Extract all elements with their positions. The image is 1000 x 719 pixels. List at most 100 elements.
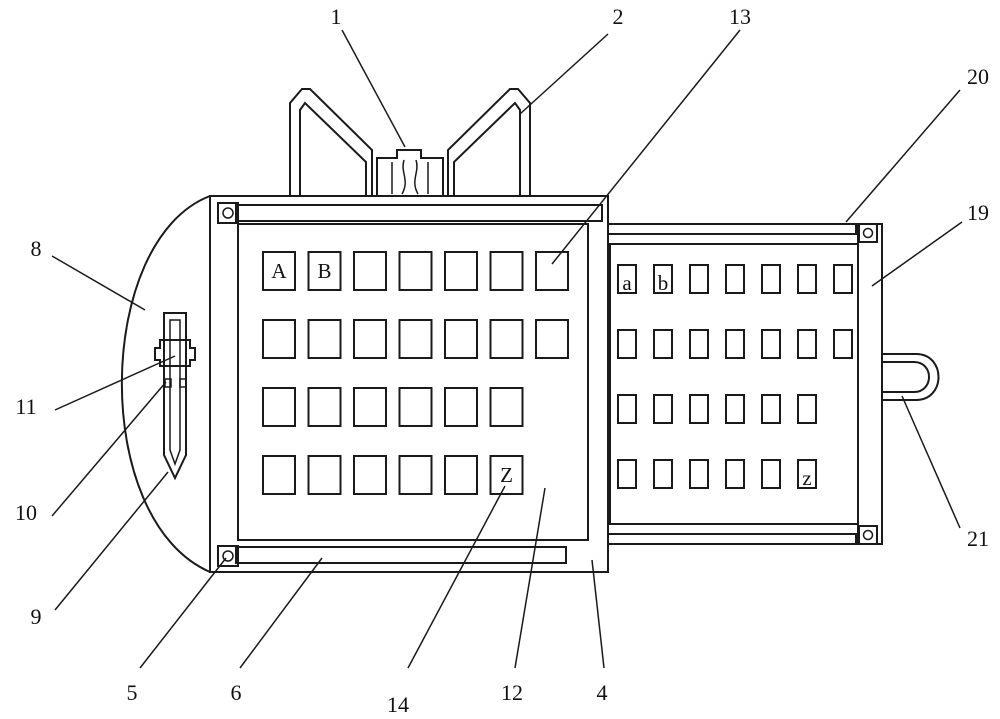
leader-9 <box>54 471 169 611</box>
main-key[interactable] <box>444 319 478 359</box>
callout-13: 13 <box>729 4 751 29</box>
slide-screw-bottom-head <box>862 529 874 541</box>
callout-8: 8 <box>31 236 42 261</box>
slide-key[interactable] <box>617 264 637 294</box>
leader-20 <box>845 89 961 223</box>
slide-key[interactable] <box>725 459 745 489</box>
main-key[interactable] <box>353 387 387 427</box>
slide-key[interactable] <box>797 264 817 294</box>
slide-key[interactable] <box>653 329 673 359</box>
main-key[interactable] <box>262 387 296 427</box>
slide-key[interactable] <box>689 394 709 424</box>
main-key[interactable] <box>307 319 342 359</box>
hanger-frame <box>289 88 531 196</box>
pen-latch-right <box>179 378 187 388</box>
leader-10 <box>51 381 167 517</box>
slide-rail-bottom <box>607 533 857 545</box>
main-key[interactable] <box>398 251 433 291</box>
slide-key[interactable] <box>725 264 745 294</box>
slide-key[interactable] <box>833 329 853 359</box>
main-key[interactable] <box>444 387 478 427</box>
pen-holder-body <box>163 312 187 481</box>
main-key-letter: A <box>271 259 287 283</box>
main-key[interactable] <box>353 455 387 495</box>
leader-6 <box>239 557 323 669</box>
slide-key[interactable] <box>761 459 781 489</box>
callout-4: 4 <box>597 680 608 705</box>
callout-10: 10 <box>15 500 37 525</box>
leader-5 <box>139 557 227 669</box>
slide-screw-top <box>858 223 878 243</box>
callout-14: 14 <box>387 692 409 717</box>
main-key[interactable] <box>398 455 433 495</box>
leader-lines <box>51 29 963 669</box>
main-key[interactable] <box>444 251 478 291</box>
slide-key[interactable] <box>725 329 745 359</box>
leader-8 <box>51 255 146 311</box>
callout-20: 20 <box>967 64 989 89</box>
main-key[interactable] <box>307 387 342 427</box>
slide-key[interactable] <box>833 264 853 294</box>
main-key[interactable] <box>489 319 524 359</box>
main-key[interactable] <box>353 251 387 291</box>
pen-clip <box>154 339 196 367</box>
callout-9: 9 <box>31 604 42 629</box>
slide-rail-top <box>607 223 857 235</box>
leader-11 <box>54 355 176 411</box>
slide-key[interactable] <box>689 459 709 489</box>
leader-13 <box>551 29 741 265</box>
callout-5: 5 <box>127 680 138 705</box>
main-key[interactable] <box>444 455 478 495</box>
slide-keys: a b z <box>617 264 853 490</box>
slide-key[interactable] <box>689 329 709 359</box>
slide-key[interactable] <box>653 264 673 294</box>
main-key[interactable] <box>489 455 524 495</box>
main-key[interactable] <box>489 251 524 291</box>
main-key[interactable] <box>489 387 524 427</box>
callout-6: 6 <box>231 680 242 705</box>
main-key[interactable] <box>398 387 433 427</box>
slide-key[interactable] <box>797 329 817 359</box>
slide-key[interactable] <box>617 394 637 424</box>
bottom-rail <box>235 546 567 564</box>
slide-key[interactable] <box>653 394 673 424</box>
pen-holder-inner <box>169 319 181 467</box>
main-key[interactable] <box>307 455 342 495</box>
slide-screw-top-head <box>862 227 874 239</box>
slide-key-letter: z <box>802 466 811 490</box>
main-key-letter: B <box>317 259 331 283</box>
main-key-letter: Z <box>500 463 513 487</box>
main-key[interactable] <box>353 319 387 359</box>
main-key[interactable] <box>398 319 433 359</box>
slide-key[interactable] <box>761 329 781 359</box>
callout-11: 11 <box>15 394 36 419</box>
slide-key[interactable] <box>689 264 709 294</box>
callout-21: 21 <box>967 526 989 551</box>
callout-1: 1 <box>331 4 342 29</box>
main-key[interactable] <box>535 319 569 359</box>
slide-key[interactable] <box>617 329 637 359</box>
main-key[interactable] <box>262 455 296 495</box>
slide-key-letter: b <box>658 271 669 295</box>
screw-bottom-left-head <box>222 550 234 562</box>
main-key[interactable] <box>262 319 296 359</box>
leader-19 <box>871 221 963 287</box>
slide-key[interactable] <box>761 264 781 294</box>
leader-4 <box>591 559 605 669</box>
top-hanger <box>289 88 531 197</box>
slide-key[interactable] <box>653 459 673 489</box>
slide-key[interactable] <box>725 394 745 424</box>
slide-key[interactable] <box>797 394 817 424</box>
leader-1 <box>341 29 406 148</box>
slide-key-letter: a <box>622 271 632 295</box>
slide-key[interactable] <box>761 394 781 424</box>
slide-key[interactable] <box>797 459 817 489</box>
main-key[interactable] <box>307 251 342 291</box>
slide-key[interactable] <box>617 459 637 489</box>
pull-handle[interactable] <box>882 353 940 401</box>
slide-screw-bottom <box>858 525 878 545</box>
screw-bottom-left <box>217 545 239 567</box>
main-key[interactable] <box>262 251 296 291</box>
main-key[interactable] <box>535 251 569 291</box>
